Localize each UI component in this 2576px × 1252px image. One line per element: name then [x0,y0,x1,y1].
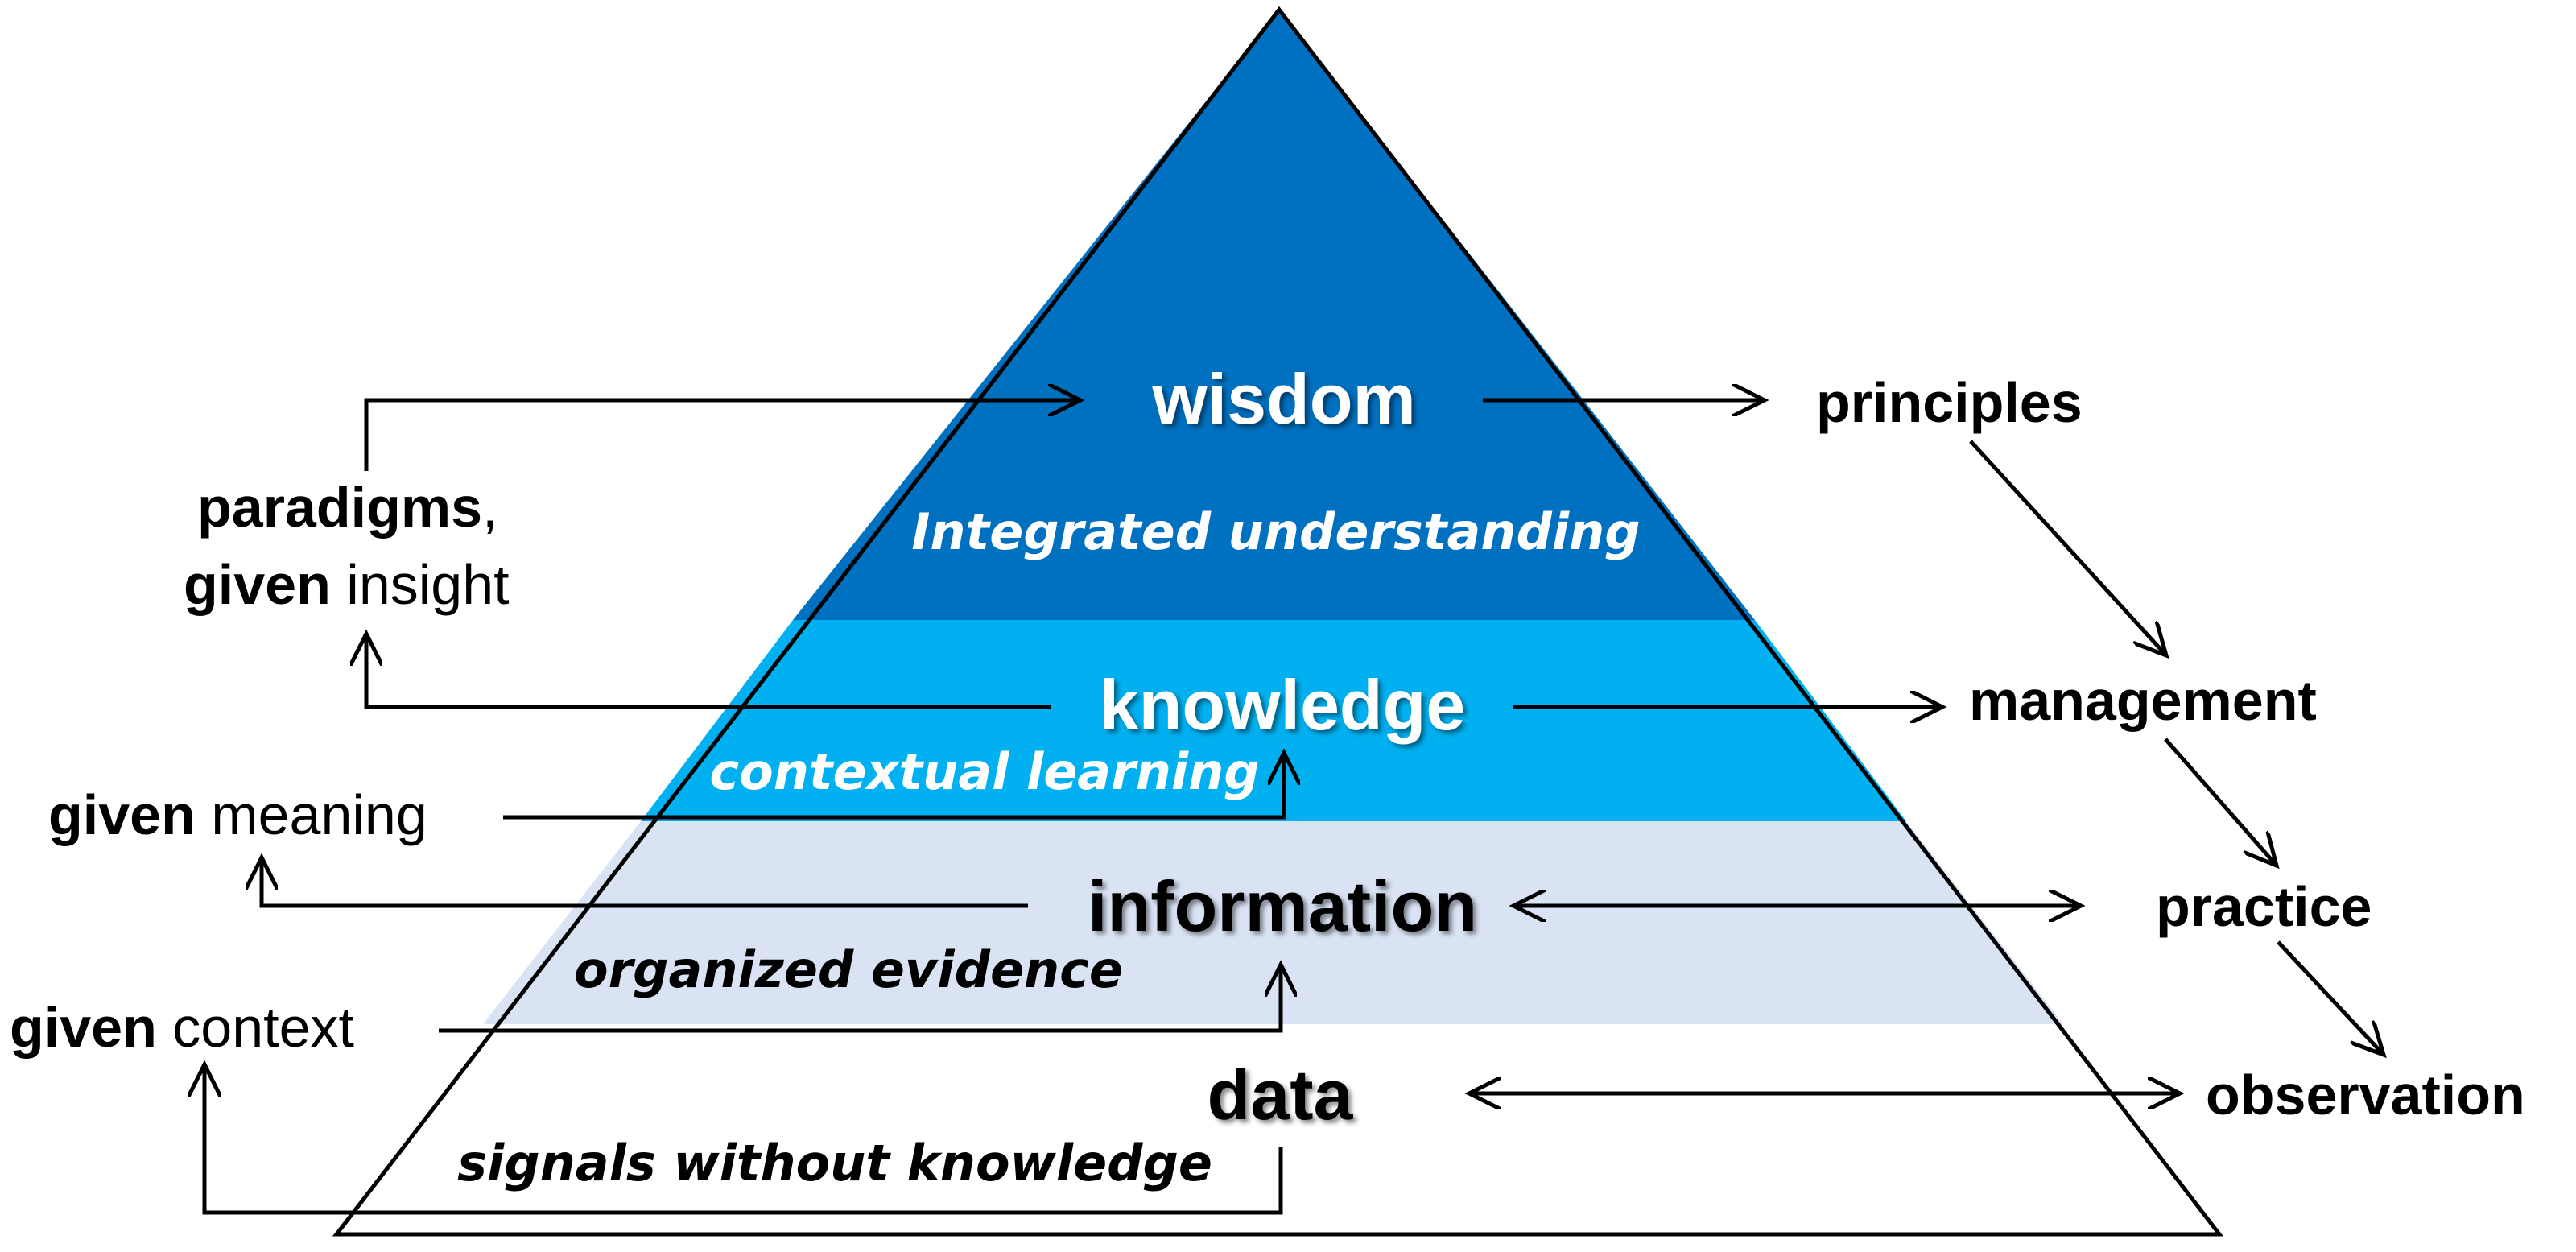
given-insight-bold: given [184,553,331,616]
arrow-data-to-context [204,1064,1283,1215]
practice-label: practice [2156,875,2372,938]
information-subtitle: organized evidence [574,940,1123,999]
arrow-insight-to-wisdom [364,400,1080,471]
given-context-label: given context [10,996,354,1059]
pyramid-outline [332,6,2224,1237]
given-context-bold: given [10,996,157,1059]
pyramid-band-wisdom [793,10,1755,620]
information-title: information [1088,866,1477,946]
given-insight-rest: insight [331,553,510,616]
arrow-meaning-to-knowledge [503,753,1284,820]
arrow-principles-to-management [1969,440,2166,655]
wisdom-title: wisdom [1151,359,1416,439]
wisdom-subtitle: Integrated understanding [911,502,1640,561]
paradigms-label: paradigms, [197,476,497,539]
knowledge-title: knowledge [1100,665,1466,745]
given-meaning-bold: given [48,783,196,846]
knowledge-subtitle: contextual learning [709,742,1259,801]
given-meaning-rest: meaning [196,783,427,846]
arrow-practice-to-observation [2277,940,2384,1055]
data-title: data [1208,1055,1354,1134]
given-context-rest: context [157,996,354,1059]
given-meaning-label: given meaning [48,783,427,846]
observation-label: observation [2206,1064,2525,1126]
pyramid-band-knowledge [641,620,1906,821]
arrow-management-to-practice [2164,738,2277,866]
arrow-knowledge-to-insight [366,634,1051,709]
management-label: management [1969,669,2317,732]
principles-label: principles [1816,371,2083,434]
arrow-information-to-meaning [262,857,1028,908]
paradigms-label-bold: paradigms [197,476,482,539]
arrow-context-to-information [439,965,1281,1033]
data-subtitle: signals without knowledge [457,1134,1212,1192]
pyramid-band-information [483,821,2063,1024]
paradigms-label-comma: , [482,476,497,539]
given-insight-label: given insight [184,553,510,616]
